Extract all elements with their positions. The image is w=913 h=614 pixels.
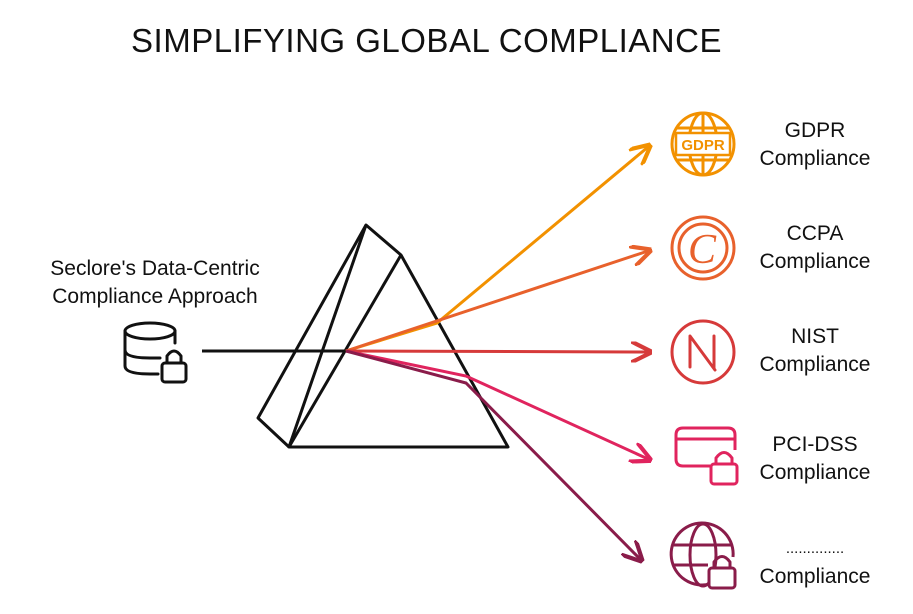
item-name: GDPR — [784, 119, 846, 142]
card-lock-icon — [674, 426, 739, 486]
beam-other — [345, 349, 640, 559]
item-label-nist: NIST Compliance — [740, 323, 890, 379]
ccpa-c-icon: C — [670, 215, 736, 281]
gdpr-globe-icon: GDPR — [670, 111, 736, 177]
beam-ccpa — [345, 251, 648, 353]
globe-lock-icon — [669, 521, 737, 590]
item-sub: Compliance — [759, 353, 871, 376]
nist-n-icon — [670, 319, 736, 385]
item-label-gdpr: GDPR Compliance — [740, 117, 890, 173]
item-sub: Compliance — [759, 565, 871, 588]
dispersed-beams — [345, 147, 648, 559]
item-label-pci-dss: PCI-DSS Compliance — [740, 431, 890, 487]
item-sub: Compliance — [759, 461, 871, 484]
item-name: CCPA — [786, 222, 844, 245]
source-label: Seclore's Data-Centric Compliance Approa… — [24, 255, 286, 311]
item-name: PCI-DSS — [772, 433, 858, 456]
source-label-line-2: Compliance Approach — [52, 285, 258, 308]
item-sub: Compliance — [759, 250, 871, 273]
svg-text:GDPR: GDPR — [681, 137, 725, 154]
page-title-text: SIMPLIFYING GLOBAL COMPLIANCE — [131, 22, 722, 59]
beam-nist — [345, 351, 648, 352]
database-lock-icon — [123, 321, 188, 384]
item-label-other: .............. Compliance — [740, 535, 890, 591]
page-title: SIMPLIFYING GLOBAL COMPLIANCE — [0, 22, 913, 60]
beam-pci — [345, 349, 648, 459]
item-name: NIST — [791, 325, 839, 348]
source-label-line-1: Seclore's Data-Centric — [50, 257, 260, 280]
beam-gdpr — [345, 147, 648, 353]
prism — [256, 223, 510, 449]
svg-text:C: C — [688, 227, 717, 273]
item-name: .............. — [785, 540, 845, 557]
item-label-ccpa: CCPA Compliance — [740, 220, 890, 276]
item-sub: Compliance — [759, 147, 871, 170]
